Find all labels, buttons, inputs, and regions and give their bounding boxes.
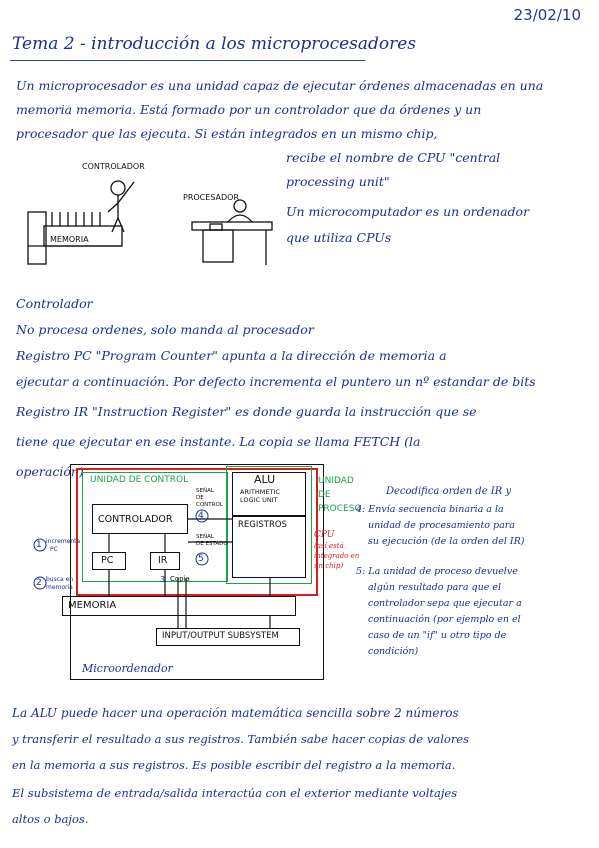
sketch-controlador-label: CONTROLADOR bbox=[82, 162, 145, 171]
step-1-text-1: incrementa bbox=[46, 538, 81, 545]
intro-line-4: recibe el nombre de CPU "central bbox=[286, 150, 501, 165]
alu-label: ALU bbox=[254, 473, 276, 486]
controlador-line-6: operación) bbox=[16, 464, 84, 479]
cpu-note-3: integrado en bbox=[314, 552, 360, 560]
unidad-control-frame bbox=[82, 472, 228, 582]
cpu-note-1: CPU bbox=[314, 530, 335, 540]
io-label: INPUT/OUTPUT SUBSYSTEM bbox=[162, 631, 279, 641]
senal-estado-1: SEÑAL bbox=[196, 534, 214, 540]
memoria-box bbox=[62, 596, 296, 616]
controlador-line-1: No procesa ordenes, solo manda al proces… bbox=[16, 322, 314, 337]
sketch-memoria-label: MEMORIA bbox=[50, 235, 89, 244]
side-note-2: 4: Envía secuencia binaria a la bbox=[356, 504, 504, 515]
side-note-6: algún resultado para que el bbox=[368, 582, 502, 593]
controlador-line-2: Registro PC "Program Counter" apunta a l… bbox=[16, 348, 447, 363]
page-title: Tema 2 - introducción a los microprocesa… bbox=[12, 34, 417, 54]
senal-control-2: DE bbox=[196, 495, 204, 501]
unidad-proceso-label-3: PROCESO bbox=[318, 504, 362, 514]
pc-label: PC bbox=[101, 555, 114, 566]
step-3: 3 bbox=[160, 575, 166, 584]
intro-line-1: Un microprocesador es una unidad capaz d… bbox=[16, 78, 544, 93]
side-note-5: 5: La unidad de proceso devuelve bbox=[356, 566, 518, 577]
intro-line-6: Un microcomputador es un ordenador bbox=[286, 204, 530, 219]
unidad-proceso-label-1: UNIDAD bbox=[318, 476, 354, 486]
ir-label: IR bbox=[158, 555, 168, 566]
side-note-8: continuación (por ejemplo en el bbox=[368, 614, 521, 625]
pc-register bbox=[92, 552, 126, 570]
diagram-caption: Microordenador bbox=[82, 662, 173, 675]
intro-line-5: processing unit" bbox=[286, 174, 390, 189]
unidad-proceso-frame bbox=[226, 466, 312, 584]
step-2-text-2: memoria bbox=[46, 584, 73, 591]
io-box bbox=[156, 628, 300, 646]
closing-line-2: y transferir el resultado a sus registro… bbox=[12, 732, 470, 746]
closing-line-4: El subsistema de entrada/salida interact… bbox=[12, 786, 458, 800]
step-1-text-2: PC bbox=[50, 546, 58, 553]
closing-line-3: en la memoria a sus registros. Es posibl… bbox=[12, 758, 456, 772]
intro-line-7: que utiliza CPUs bbox=[286, 230, 392, 245]
controlador-line-3: ejecutar a continuación. Por defecto inc… bbox=[16, 374, 536, 389]
cpu-frame bbox=[76, 468, 318, 596]
sketch-procesador-label: PROCESADOR bbox=[183, 193, 240, 202]
intro-line-2: memoria memoria. Está formado por un con… bbox=[16, 102, 482, 117]
side-note-7: controlador sepa que ejecutar a bbox=[368, 598, 522, 609]
registros-box bbox=[232, 516, 306, 578]
side-note-3: unidad de procesamiento para bbox=[368, 520, 515, 531]
controlador-box-label: CONTROLADOR bbox=[98, 514, 173, 525]
step-5: 5 bbox=[198, 554, 204, 564]
step-2-text-1: busca en bbox=[46, 576, 74, 583]
step-4: 4 bbox=[198, 511, 204, 521]
closing-line-5: altos o bajos. bbox=[12, 812, 89, 826]
unidad-proceso-label-2: DE bbox=[318, 490, 331, 500]
cpu-note-2: (así está bbox=[314, 542, 344, 550]
closing-line-1: La ALU puede hacer una operación matemát… bbox=[12, 706, 459, 720]
registros-label: REGISTROS bbox=[238, 520, 287, 530]
controlador-box bbox=[92, 504, 188, 534]
copia-label: Copia bbox=[170, 575, 190, 583]
intro-line-3: procesador que las ejecuta. Si están int… bbox=[16, 126, 438, 141]
side-note-4: su ejecución (de la orden del IR) bbox=[368, 536, 525, 547]
date: 23/02/10 bbox=[513, 6, 581, 24]
microordenador-frame bbox=[70, 464, 324, 680]
alu-box bbox=[232, 472, 306, 516]
side-note-9: caso de un "if" u otro tipo de bbox=[368, 630, 507, 641]
side-note-10: condición) bbox=[368, 646, 419, 657]
senal-control-1: SEÑAL bbox=[196, 488, 214, 494]
title-underline bbox=[10, 60, 365, 61]
ir-register bbox=[150, 552, 180, 570]
alu-sub-1: ARITHMETIC bbox=[240, 488, 280, 496]
cpu-note-4: un chip) bbox=[314, 562, 344, 570]
side-note-1: Decodifica orden de IR y bbox=[386, 486, 512, 497]
unidad-control-label: UNIDAD DE CONTROL bbox=[90, 475, 189, 485]
senal-control-3: CONTROL bbox=[196, 502, 223, 508]
step-2-num: 2 bbox=[36, 578, 42, 588]
step-1-num: 1 bbox=[36, 540, 42, 550]
senal-estado-2: DE ESTADO bbox=[196, 541, 228, 547]
memoria-label: MEMORIA bbox=[68, 600, 117, 611]
controlador-line-5: tiene que ejecutar en ese instante. La c… bbox=[16, 434, 421, 449]
alu-sub-2: LOGIC UNIT bbox=[240, 496, 278, 504]
controlador-line-4: Registro IR "Instruction Register" es do… bbox=[16, 404, 477, 419]
controlador-heading: Controlador bbox=[16, 296, 93, 311]
